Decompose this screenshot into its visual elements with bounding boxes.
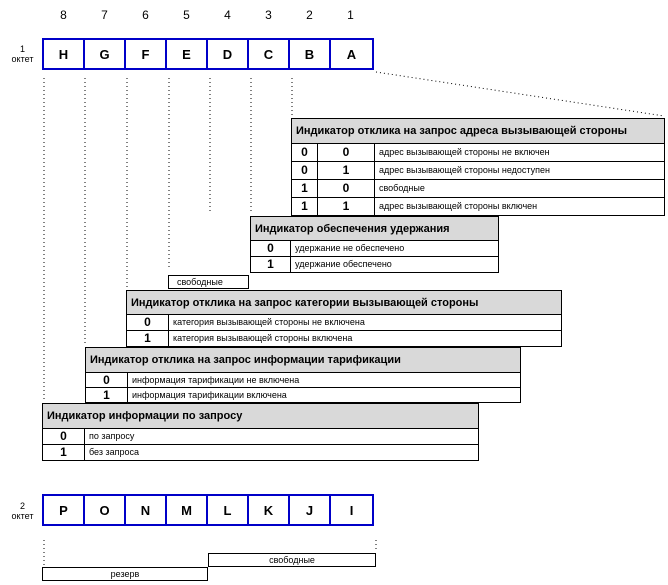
bit-H: H	[44, 40, 85, 68]
value: 0	[251, 241, 291, 256]
table-row: 1 информация тарификации включена	[85, 388, 521, 403]
bit-number-5: 5	[183, 8, 190, 22]
bit-I: I	[349, 502, 354, 518]
bit-D: D	[208, 40, 249, 68]
bit-number-4: 4	[224, 8, 231, 22]
row-text: адрес вызывающей стороны включен	[379, 201, 538, 211]
bit-number-1: 1	[347, 8, 354, 22]
value-b: 0	[292, 162, 318, 179]
row-text: информация тарификации не включена	[132, 375, 300, 385]
value-a: 0	[318, 144, 375, 161]
octet-2-word: октет	[11, 511, 34, 521]
octet-2-bits: P O N M L K J I	[42, 494, 374, 526]
row-text: информация тарификации включена	[132, 390, 287, 400]
table-row: 0 информация тарификации не включена	[85, 373, 521, 388]
value: 0	[127, 315, 169, 330]
table-row: 1 1 адрес вызывающей стороны включен	[291, 198, 665, 216]
value: 1	[43, 445, 85, 460]
bit-B: B	[290, 40, 331, 68]
bit-O: O	[85, 496, 126, 524]
bit-G: G	[85, 40, 126, 68]
bit-N: N	[126, 496, 167, 524]
octet-2-free: свободные	[208, 553, 376, 567]
value-a: 0	[318, 180, 375, 197]
table-row: 0 по запросу	[42, 429, 479, 445]
value-a: 1	[318, 162, 375, 179]
block-hold-provision-title: Индикатор обеспечения удержания	[250, 216, 499, 241]
table-row: 0 1 адрес вызывающей стороны недоступен	[291, 162, 665, 180]
block-solicited-info-title: Индикатор информации по запросу	[42, 403, 479, 429]
leader-A	[375, 71, 665, 117]
row-text: адрес вызывающей стороны не включен	[379, 147, 550, 157]
table-row: 0 категория вызывающей стороны не включе…	[126, 315, 562, 331]
octet-2-reserve: резерв	[42, 567, 208, 581]
value: 1	[251, 257, 291, 272]
bit-number-8: 8	[60, 8, 67, 22]
bit-A: A	[346, 46, 357, 62]
octet-1-bits: H G F E D C B A	[42, 38, 374, 70]
bit-number-7: 7	[101, 8, 108, 22]
bit-F: F	[126, 40, 167, 68]
block-caller-address-title: Индикатор отклика на запрос адреса вызыв…	[291, 118, 665, 144]
bit-number-2: 2	[306, 8, 313, 22]
value-b: 1	[292, 198, 318, 215]
table-row: 1 0 свободные	[291, 180, 665, 198]
value: 1	[127, 331, 169, 346]
table-row: 1 без запроса	[42, 445, 479, 461]
table-row: 0 0 адрес вызывающей стороны не включен	[291, 144, 665, 162]
row-text: адрес вызывающей стороны недоступен	[379, 165, 550, 175]
bit-P: P	[44, 496, 85, 524]
bit-E: E	[167, 40, 208, 68]
octet-1-number: 1	[19, 44, 25, 54]
bit-L: L	[208, 496, 249, 524]
value-b: 1	[292, 180, 318, 197]
octet-2-number: 2	[19, 501, 25, 511]
octet-1-word: октет	[11, 54, 34, 64]
table-row: 0 удержание не обеспечено	[250, 241, 499, 257]
value: 0	[86, 373, 128, 387]
table-row: 1 удержание обеспечено	[250, 257, 499, 273]
row-text: категория вызывающей стороны не включена	[173, 317, 365, 327]
row-text: категория вызывающей стороны включена	[173, 333, 353, 343]
bit-number-6: 6	[142, 8, 149, 22]
bit-K: K	[249, 496, 290, 524]
bit-number-3: 3	[265, 8, 272, 22]
octet-1-label: 1 октет	[2, 44, 43, 64]
value: 1	[86, 388, 128, 402]
value-b: 0	[292, 144, 318, 161]
table-row: 1 категория вызывающей стороны включена	[126, 331, 562, 347]
value: 0	[43, 429, 85, 444]
row-text: удержание не обеспечено	[295, 243, 405, 253]
bit-M: M	[167, 496, 208, 524]
row-text: свободные	[379, 183, 425, 193]
row-text: по запросу	[89, 431, 135, 441]
octet-2-label: 2 октет	[2, 501, 43, 521]
block-charging-info-title: Индикатор отклика на запрос информации т…	[85, 347, 521, 373]
row-text: без запроса	[89, 447, 140, 457]
value-a: 1	[318, 198, 375, 215]
row-text: удержание обеспечено	[295, 259, 392, 269]
block-caller-category-title: Индикатор отклика на запрос категории вы…	[126, 290, 562, 315]
bit-J: J	[290, 496, 331, 524]
bit-C: C	[249, 40, 290, 68]
free-bit-d: свободные	[168, 275, 249, 289]
